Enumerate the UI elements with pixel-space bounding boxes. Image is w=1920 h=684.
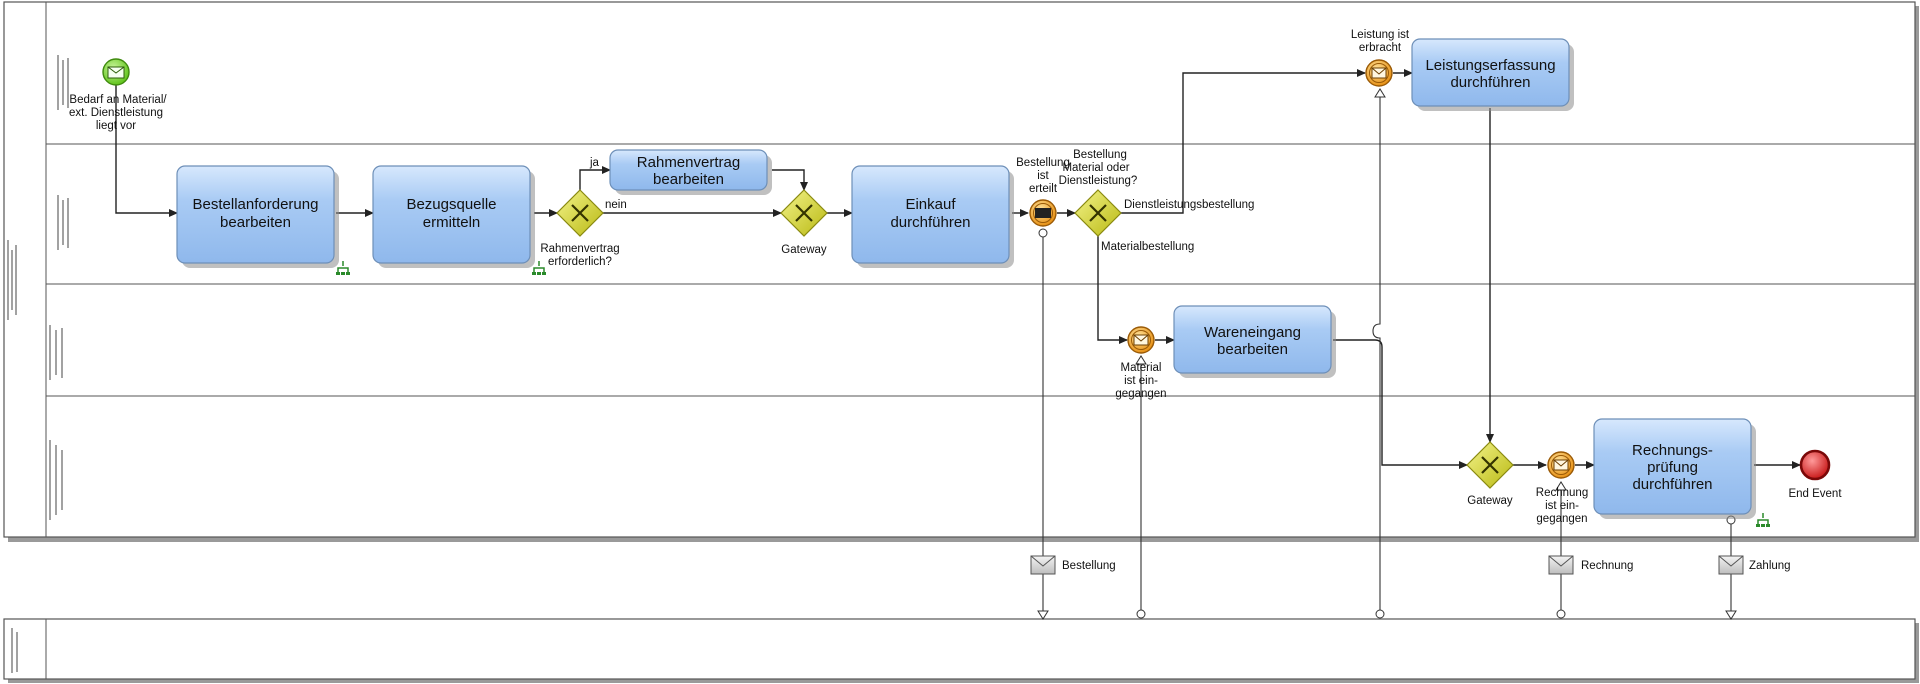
start-event[interactable] (102, 58, 130, 86)
task-label: Wareneingang (1204, 324, 1301, 341)
gateway-label: Material oder (1062, 162, 1129, 174)
flow-label-nein: nein (605, 199, 627, 211)
lane-name-glyphs (49, 55, 69, 520)
event-label: ist ein- (1124, 375, 1158, 387)
task-label: bearbeiten (653, 171, 724, 188)
event-label: ist (1037, 170, 1049, 182)
task-label: durchführen (890, 214, 970, 231)
message-flows (1037, 88, 1737, 620)
task-label: Bestellanforderung (193, 196, 319, 213)
envelope-icon (1030, 555, 1056, 575)
task-label: ermitteln (423, 214, 481, 231)
flow-t3-g2 (772, 169, 808, 191)
event-label: erteilt (1029, 183, 1058, 195)
gateway-label: Gateway (781, 244, 827, 256)
main-pool (3, 1, 1919, 542)
event-label: Material (1121, 362, 1162, 374)
task-label: Leistungserfassung (1425, 57, 1555, 74)
gateway-label: Bestellung (1073, 149, 1127, 161)
subprocess-icon (336, 261, 350, 275)
task-label: bearbeiten (220, 214, 291, 231)
envelope-icon (107, 66, 125, 79)
event-label: erbracht (1359, 42, 1402, 54)
event-material-eingegangen[interactable] (1127, 326, 1155, 354)
gateway-rahmenvertrag[interactable] (556, 189, 604, 237)
envelope-icon (1553, 459, 1569, 471)
flow-g3-material (1097, 236, 1128, 344)
flow-label-ja: ja (589, 157, 600, 169)
pool-name-glyphs (7, 240, 17, 320)
gateway-material-dienstleistung[interactable] (1074, 189, 1122, 237)
event-bestellung-erteilt[interactable] (1029, 199, 1057, 227)
task-rahmenvertrag[interactable]: Rahmenvertrag bearbeiten (609, 149, 772, 195)
flow-label-material: Materialbestellung (1101, 241, 1194, 253)
message-envelopes: Bestellung Rechnung Zahlung (1030, 555, 1791, 575)
task-label: Bezugsquelle (406, 196, 496, 213)
task-wareneingang[interactable]: Wareneingang bearbeiten (1173, 305, 1336, 378)
task-label: prüfung (1647, 459, 1698, 476)
flow-t6-g4 (1333, 339, 1468, 469)
task-label: Rahmenvertrag (637, 154, 740, 171)
flow-g1-t3 (579, 166, 611, 190)
task-bestellanforderung[interactable]: Bestellanforderung bearbeiten (176, 165, 339, 268)
gateway-merge-1[interactable] (780, 189, 828, 237)
gateway-label: Gateway (1467, 495, 1513, 507)
event-label: gegangen (1115, 388, 1166, 400)
task-einkauf[interactable]: Einkauf durchführen (851, 165, 1014, 268)
event-label: liegt vor (96, 120, 136, 132)
gateway-label: Rahmenvertrag (540, 243, 619, 255)
external-pool (3, 618, 1919, 683)
envelope-icon (1371, 67, 1387, 79)
task-label: bearbeiten (1217, 341, 1288, 358)
message-send-icon (1035, 208, 1051, 218)
gateway-label: Dienstleistung? (1059, 175, 1138, 187)
envelope-icon (1548, 555, 1574, 575)
gateway-merge-2[interactable] (1466, 441, 1514, 489)
task-label: durchführen (1632, 476, 1712, 493)
task-label: durchführen (1450, 74, 1530, 91)
event-label: ist ein- (1545, 500, 1579, 512)
subprocess-icon (532, 261, 546, 275)
event-rechnung-eingegangen[interactable] (1547, 451, 1575, 479)
event-label: Rechnung (1536, 487, 1588, 499)
task-leistungserfassung[interactable]: Leistungserfassung durchführen (1411, 38, 1574, 111)
end-event[interactable] (1799, 449, 1831, 481)
task-label: Rechnungs- (1632, 442, 1713, 459)
event-label: Bedarf an Material/ (69, 94, 167, 106)
gateway-label: erforderlich? (548, 256, 612, 268)
message-label-zahlung: Zahlung (1749, 560, 1791, 572)
event-leistung-erbracht[interactable] (1365, 59, 1393, 87)
event-label: ext. Dienstleistung (69, 107, 163, 119)
task-bezugsquelle[interactable]: Bezugsquelle ermitteln (372, 165, 535, 268)
msgflow-leistung (1372, 90, 1381, 613)
event-label: Bestellung (1016, 157, 1070, 169)
message-label-bestellung: Bestellung (1062, 560, 1116, 572)
flow-label-dienstleistung: Dienstleistungsbestellung (1124, 199, 1254, 211)
event-label: Leistung ist (1351, 29, 1410, 41)
flow-start-t1 (115, 84, 178, 217)
event-label: End Event (1788, 488, 1842, 500)
task-rechnungspruefung[interactable]: Rechnungs- prüfung durchführen (1593, 418, 1756, 519)
event-label: gegangen (1536, 513, 1587, 525)
task-label: Einkauf (905, 196, 956, 213)
subprocess-icon (1756, 513, 1770, 527)
message-label-rechnung: Rechnung (1581, 560, 1633, 572)
envelope-icon (1133, 334, 1149, 346)
envelope-icon (1718, 555, 1744, 575)
flow-g3-leistung (1121, 69, 1366, 214)
sequence-flows (115, 69, 1801, 469)
